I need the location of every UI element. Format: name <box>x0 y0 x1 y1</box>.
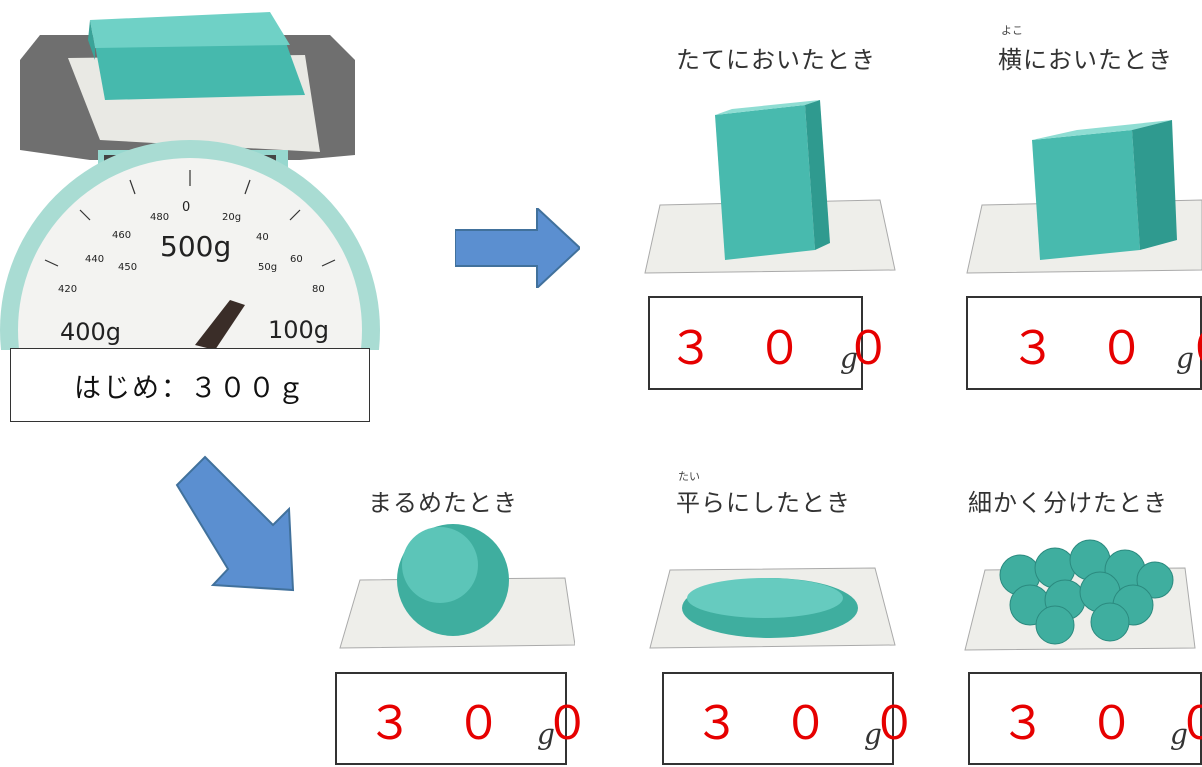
dial-tick-480: 480 <box>150 212 170 223</box>
arrow-down-right-icon <box>175 455 295 592</box>
value-box-pieces: ３ ０ ０ g <box>968 672 1202 765</box>
scale-illustration <box>0 12 380 520</box>
value-horizontal: ３ ０ ０ <box>1010 321 1202 375</box>
dial-main-label: 500g <box>160 230 232 263</box>
value-pieces: ３ ０ ０ <box>1000 696 1202 750</box>
dial-tick-20g: 20g <box>222 212 242 223</box>
dial-tick-0: 0 <box>182 200 191 215</box>
dial-left-label: 400g <box>60 318 122 346</box>
value-vertical: ３ ０ ０ <box>668 321 906 375</box>
value-box-horizontal: ３ ０ ０ g <box>966 296 1202 390</box>
caption-vertical: たてにおいたとき <box>676 46 876 74</box>
dial-tick-450: 450 <box>118 262 138 273</box>
dial-tick-440: 440 <box>85 254 105 265</box>
caption-horizontal: 横においたとき <box>998 46 1173 74</box>
value-box-ball: ３ ０ ０ g <box>335 672 590 765</box>
value-flat: ３ ０ ０ <box>694 696 932 750</box>
unit-ball: g <box>537 718 555 751</box>
dial-tick-80: 80 <box>312 284 325 295</box>
ruby-yoko: よこ <box>1001 24 1023 37</box>
unit-vertical: g <box>840 342 858 375</box>
dial-tick-60: 60 <box>290 254 303 265</box>
dial-tick-460: 460 <box>112 230 132 241</box>
clay-pieces-illustration <box>964 539 1196 651</box>
dial-tick-40: 40 <box>256 232 269 243</box>
unit-horizontal: g <box>1176 342 1194 375</box>
unit-flat: g <box>864 718 882 751</box>
ruby-tai: たい <box>678 470 700 483</box>
caption-ball: まるめたとき <box>368 489 518 517</box>
dial-tick-50g: 50g <box>258 262 278 273</box>
dial-tick-420: 420 <box>58 284 78 295</box>
caption-pieces: 細かく分けたとき <box>968 489 1168 517</box>
clay-vertical-illustration <box>644 100 896 274</box>
value-box-flat: ３ ０ ０ g <box>662 672 917 765</box>
arrow-right-icon <box>455 208 580 288</box>
kitchen-scale: 500g 400g 100g 0 480 20g 460 40 440 450 … <box>0 0 380 520</box>
clay-ball-illustration <box>339 524 575 649</box>
value-ball: ３ ０ ０ <box>367 696 605 750</box>
value-box-vertical: ３ ０ ０ g <box>648 296 891 390</box>
start-weight-label: はじめ：３００ｇ <box>10 348 370 422</box>
caption-flat: 平らにしたとき <box>676 489 851 517</box>
unit-pieces: g <box>1170 718 1188 751</box>
clay-flat-illustration <box>649 567 896 649</box>
clay-horizontal-illustration <box>966 120 1202 274</box>
dial-right-label: 100g <box>268 316 330 344</box>
clay-block <box>88 12 305 100</box>
